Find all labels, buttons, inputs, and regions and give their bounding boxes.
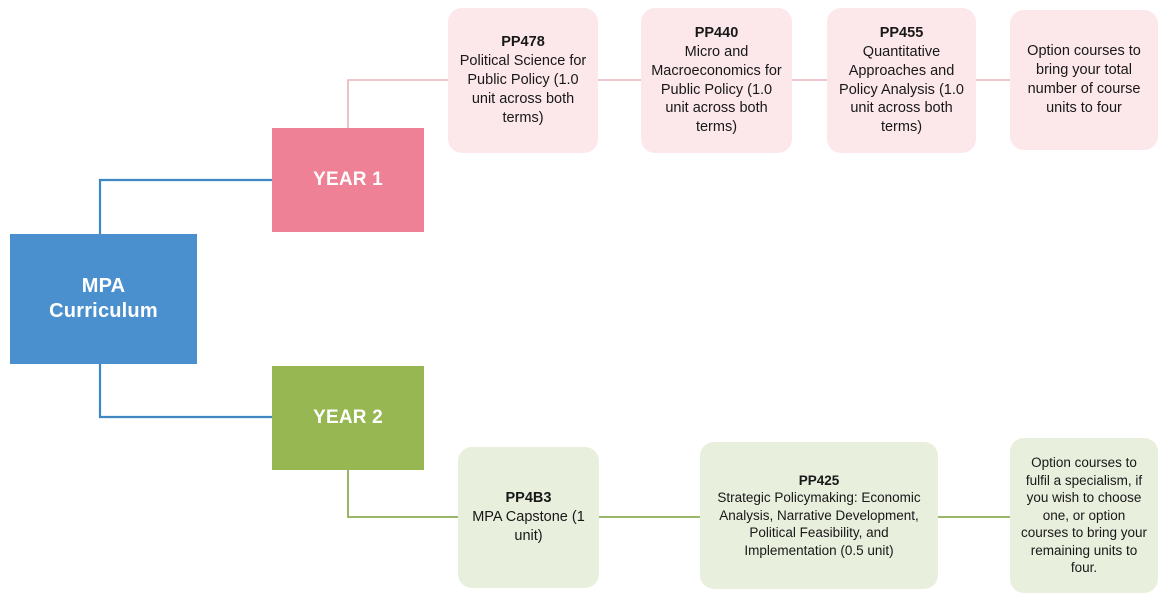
course-code-pp425: PP425 — [798, 472, 840, 488]
course-description-year2-options: Option courses to fulfil a specialism, i… — [1020, 455, 1148, 576]
course-card-pp478[interactable]: PP478 Political Science for Public Polic… — [448, 8, 598, 153]
course-code-pp455: PP455 — [879, 24, 924, 41]
course-code-pp478: PP478 — [501, 34, 545, 51]
connector-root-to-year2 — [98, 364, 272, 419]
course-card-year2-options[interactable]: Option courses to fulfil a specialism, i… — [1010, 438, 1158, 593]
course-description-pp4b3: MPA Capstone (1 unit) — [472, 509, 585, 544]
course-description-pp440: Micro and Macroeconomics for Public Poli… — [651, 43, 782, 136]
course-code-pp440: PP440 — [694, 24, 739, 41]
course-code-pp4b3: PP4B3 — [505, 490, 552, 507]
year-2-label: YEAR 2 — [313, 407, 383, 429]
connector-year2-to-pp4b3 — [347, 470, 458, 518]
course-card-pp4b3[interactable]: PP4B3 MPA Capstone (1 unit) — [458, 447, 599, 588]
connector-root-to-year1 — [98, 178, 272, 234]
course-description-pp455: Quantitative Approaches and Policy Analy… — [839, 43, 964, 136]
course-card-year1-options[interactable]: Option courses to bring your total numbe… — [1010, 10, 1158, 150]
mpa-curriculum-line-1: MPA — [81, 275, 126, 297]
course-description-pp478: Political Science for Public Policy (1.0… — [459, 53, 587, 126]
course-card-pp425[interactable]: PP425 Strategic Policymaking: Economic A… — [700, 442, 938, 589]
course-description-year1-options: Option courses to bring your total numbe… — [1027, 43, 1141, 116]
course-card-pp440[interactable]: PP440 Micro and Macroeconomics for Publi… — [641, 8, 792, 153]
course-card-pp455[interactable]: PP455 Quantitative Approaches and Policy… — [827, 8, 976, 153]
node-year-2[interactable]: YEAR 2 — [272, 366, 424, 470]
connector-year1-to-pp478 — [347, 79, 448, 128]
year-1-label: YEAR 1 — [313, 169, 383, 191]
node-year-1[interactable]: YEAR 1 — [272, 128, 424, 232]
node-mpa-curriculum[interactable]: MPA Curriculum — [10, 234, 197, 364]
course-description-pp425: Strategic Policymaking: Economic Analysi… — [717, 490, 921, 558]
mpa-curriculum-line-2: Curriculum — [49, 300, 158, 322]
